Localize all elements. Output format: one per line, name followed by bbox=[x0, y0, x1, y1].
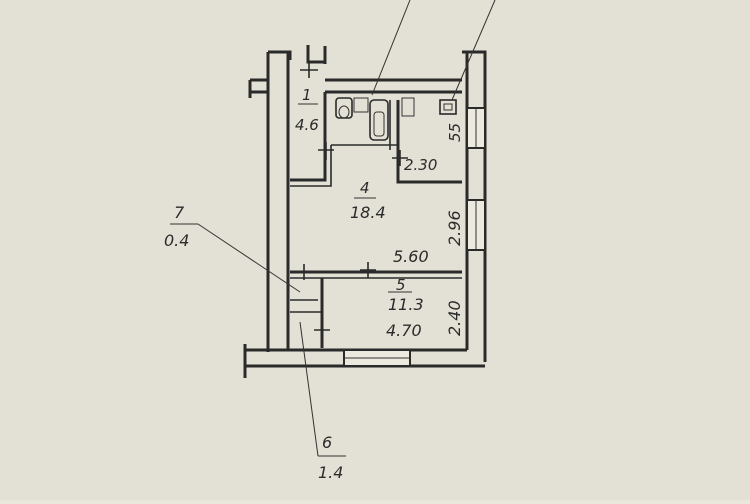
room7-number: 7 bbox=[174, 203, 185, 222]
door-mark-entry bbox=[300, 62, 318, 78]
leader-lines bbox=[170, 0, 496, 457]
leader-6 bbox=[299, 321, 319, 457]
room-labels: 1 4.6 4 18.4 5 11.3 6 1.4 7 0.4 bbox=[164, 86, 424, 482]
stove-burner bbox=[443, 103, 453, 111]
leader-top-2 bbox=[451, 0, 496, 101]
door-mark-closet6 bbox=[314, 322, 330, 338]
door-mark-room5 bbox=[360, 262, 376, 278]
room4-area: 18.4 bbox=[350, 203, 386, 222]
sink-fixture-2 bbox=[401, 97, 415, 117]
room1-area: 4.6 bbox=[295, 116, 319, 134]
dimension-labels: 5.60 4.70 2.30 2.96 2.40 55 bbox=[386, 123, 464, 340]
leader-7 bbox=[197, 223, 301, 293]
bathroom-fixtures bbox=[335, 97, 457, 141]
leader-top-1 bbox=[371, 0, 411, 96]
room5-number: 5 bbox=[396, 276, 406, 294]
bath-depth-dimension: 55 bbox=[446, 123, 464, 142]
room4-number: 4 bbox=[360, 179, 370, 197]
bath-width-dimension: 2.30 bbox=[404, 156, 437, 174]
room1-number: 1 bbox=[302, 86, 312, 104]
room6-area: 1.4 bbox=[318, 463, 343, 482]
room1-right-wall-inner bbox=[290, 145, 332, 187]
room4-width-dimension: 5.60 bbox=[393, 247, 429, 266]
entry-stub bbox=[248, 78, 268, 98]
room4-depth-dimension: 2.96 bbox=[445, 210, 464, 246]
room5-area: 11.3 bbox=[388, 295, 424, 314]
bathtub-fixture bbox=[369, 99, 389, 141]
door-mark-closet bbox=[296, 264, 312, 280]
right-wall-outer bbox=[462, 50, 487, 362]
top-left-stub bbox=[268, 50, 292, 60]
door-mark-kitchen bbox=[392, 150, 408, 166]
room7-area: 0.4 bbox=[164, 231, 189, 250]
room6-number: 6 bbox=[322, 433, 332, 452]
windows bbox=[343, 107, 486, 367]
door-marks bbox=[296, 62, 408, 338]
room5-width-dimension: 4.70 bbox=[386, 321, 422, 340]
top-wall-room1 bbox=[306, 45, 325, 64]
sink-fixture bbox=[353, 97, 369, 113]
stove-fixture bbox=[439, 99, 457, 115]
toilet-bowl bbox=[338, 105, 350, 119]
kitchen-left-wall bbox=[396, 100, 462, 184]
bathtub-inner bbox=[373, 111, 385, 137]
room5-depth-dimension: 2.40 bbox=[445, 300, 464, 336]
room1-right-wall bbox=[290, 92, 327, 182]
door-mark-room1 bbox=[318, 142, 334, 160]
